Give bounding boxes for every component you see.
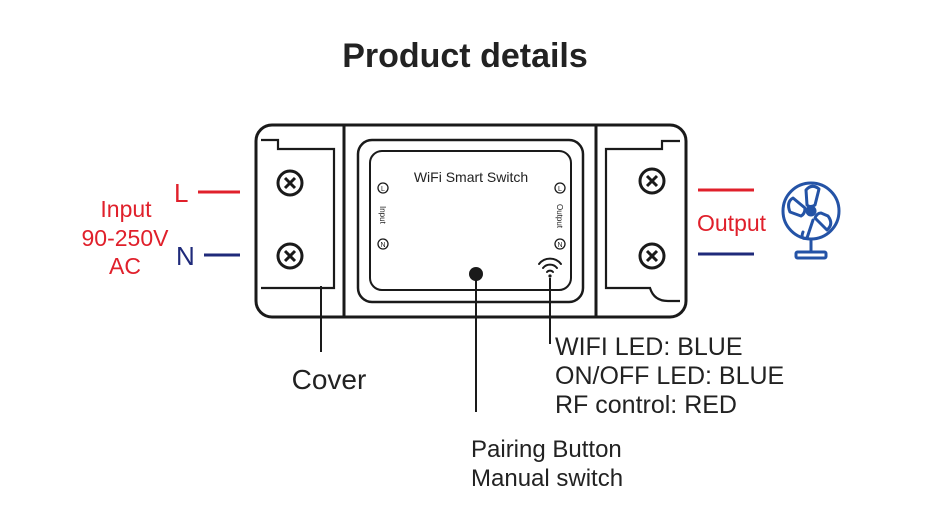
manual-switch-callout: Manual switch [471,465,623,492]
module-input-pin-l: L [381,186,385,193]
input-voltage: 90-250V [82,225,170,251]
module-input-label: Input [378,206,387,225]
module-label: WiFi Smart Switch [414,169,528,185]
output-terminal-screw-n [638,242,666,270]
page-title: Product details [342,37,588,75]
module-body [356,138,585,304]
output-terminal-screw-l [638,167,666,195]
module-output-pin-n: N [557,242,562,249]
input-terminal-screw-l [276,169,304,197]
output-terminal-block [604,139,680,303]
cover-callout: Cover [292,364,367,395]
module-output-label: Output [555,204,564,229]
module-output-pin-l: L [558,186,562,193]
module-input-pin-n: N [380,242,385,249]
output-label: Output [697,210,767,236]
input-terminal-screw-n [276,242,304,270]
fan-icon [781,181,841,260]
module-input-pins: L Input N [377,182,389,250]
onoff-led-callout: ON/OFF LED: BLUE [555,362,784,390]
pairing-button [469,267,483,281]
input-current-type: AC [109,253,141,279]
pairing-button-callout: Pairing Button [471,436,622,463]
wifi-icon [538,257,562,278]
wifi-led-callout: WIFI LED: BLUE [555,333,743,361]
module-output-pins: L Output N [554,182,566,250]
rf-control-callout: RF control: RED [555,391,737,419]
input-l-label: L [174,178,188,208]
input-n-label: N [176,241,195,271]
input-title: Input [100,196,152,222]
